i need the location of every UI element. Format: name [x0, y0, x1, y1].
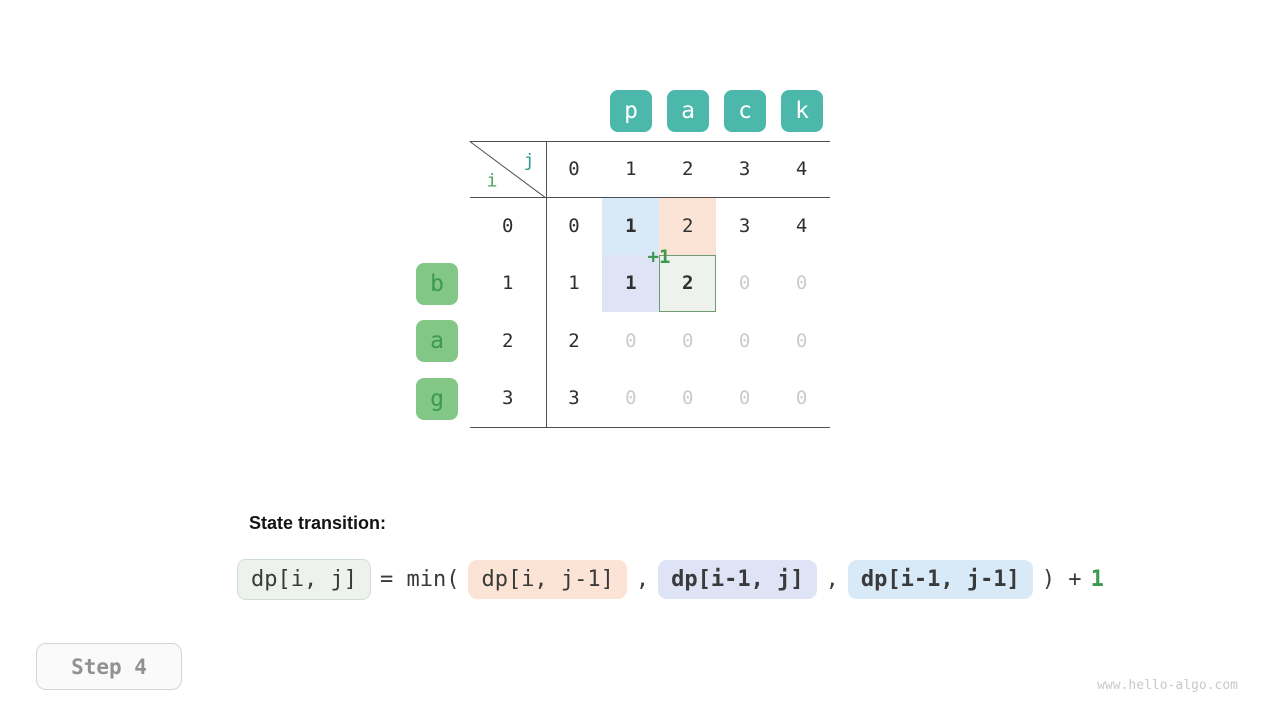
col-header-3: 3: [738, 158, 751, 180]
state-transition-heading: State transition:: [249, 513, 387, 533]
col-index-label: j: [523, 150, 535, 172]
formula-comma-2: ,: [825, 567, 839, 592]
formula-close-plus: ) +: [1041, 567, 1082, 592]
highlight-diag-cell: [602, 197, 660, 255]
top-letter-chip-a: a: [667, 90, 709, 132]
dp-i-jm1-badge: dp[i, j-1]: [468, 560, 627, 599]
formula-comma-1: ,: [635, 567, 650, 592]
dp-im1-j-badge: dp[i-1, j]: [658, 560, 817, 599]
dp-cell-3-1: 0: [625, 387, 637, 410]
dp-cell-2-0: 2: [568, 329, 580, 352]
dp-cell-0-1: 1: [625, 214, 637, 237]
dp-cell-1-1: 1: [625, 272, 637, 295]
table-header-divider: [470, 197, 830, 198]
state-transition-formula: dp[i, j] = min( dp[i, j-1] , dp[i-1, j] …: [237, 559, 1104, 600]
left-letter-chip-b: b: [416, 263, 458, 305]
left-letter-chip-a: a: [416, 320, 458, 362]
dp-cell-3-3: 0: [738, 387, 751, 410]
dp-cell-0-0: 0: [568, 214, 580, 237]
highlight-target-cell: [659, 254, 717, 312]
dp-cell-1-0: 1: [568, 272, 580, 295]
dp-im1-jm1-badge: dp[i-1, j-1]: [847, 560, 1033, 599]
dp-cell-3-4: 0: [795, 387, 808, 410]
dp-cell-0-4: 4: [795, 214, 808, 237]
row-index-3: 3: [502, 387, 514, 410]
top-letter-chip-k: k: [781, 90, 823, 132]
dp-cell-2-4: 0: [795, 329, 808, 352]
col-header-1: 1: [625, 158, 637, 180]
dp-cell-2-2: 0: [682, 329, 694, 352]
col-header-4: 4: [795, 158, 808, 180]
row-index-1: 1: [502, 272, 514, 295]
plus-one-annotation: +1: [647, 246, 671, 268]
highlight-left-cell: [602, 254, 660, 312]
table-vertical-divider: [545, 141, 547, 428]
step-badge: Step 4: [36, 643, 182, 690]
dp-cell-1-3: 0: [738, 272, 751, 295]
top-letter-chip-c: c: [724, 90, 766, 132]
watermark: www.hello-algo.com: [1097, 678, 1238, 693]
formula-equals-min: = min(: [379, 567, 460, 592]
left-letter-chip-g: g: [416, 378, 458, 420]
increment-value: 1: [1090, 567, 1104, 592]
dp-cell-2-3: 0: [738, 329, 751, 352]
row-index-0: 0: [502, 214, 514, 237]
dp-ij-badge: dp[i, j]: [237, 559, 371, 600]
table-border-top: [470, 141, 830, 142]
top-letter-chip-p: p: [610, 90, 652, 132]
dp-cell-1-4: 0: [795, 272, 808, 295]
col-header-0: 0: [568, 158, 580, 180]
dp-cell-2-1: 0: [625, 329, 637, 352]
dp-table: j i 0 1 2 3 4 0 0 1 2 3 4 1 1 1 2 0 0 2 2 0 0 0 0 3 3 0 0 0 0 +1: [469, 141, 830, 428]
dp-cell-1-2: 2: [682, 272, 694, 295]
table-border-bottom: [470, 427, 830, 428]
row-index-label: i: [486, 170, 498, 192]
row-index-2: 2: [502, 329, 514, 352]
highlight-top-cell: [659, 197, 717, 255]
dp-cell-0-2: 2: [682, 214, 694, 237]
col-header-2: 2: [682, 158, 694, 180]
dp-cell-3-2: 0: [682, 387, 694, 410]
dp-cell-3-0: 3: [568, 387, 580, 410]
dp-cell-0-3: 3: [738, 214, 751, 237]
